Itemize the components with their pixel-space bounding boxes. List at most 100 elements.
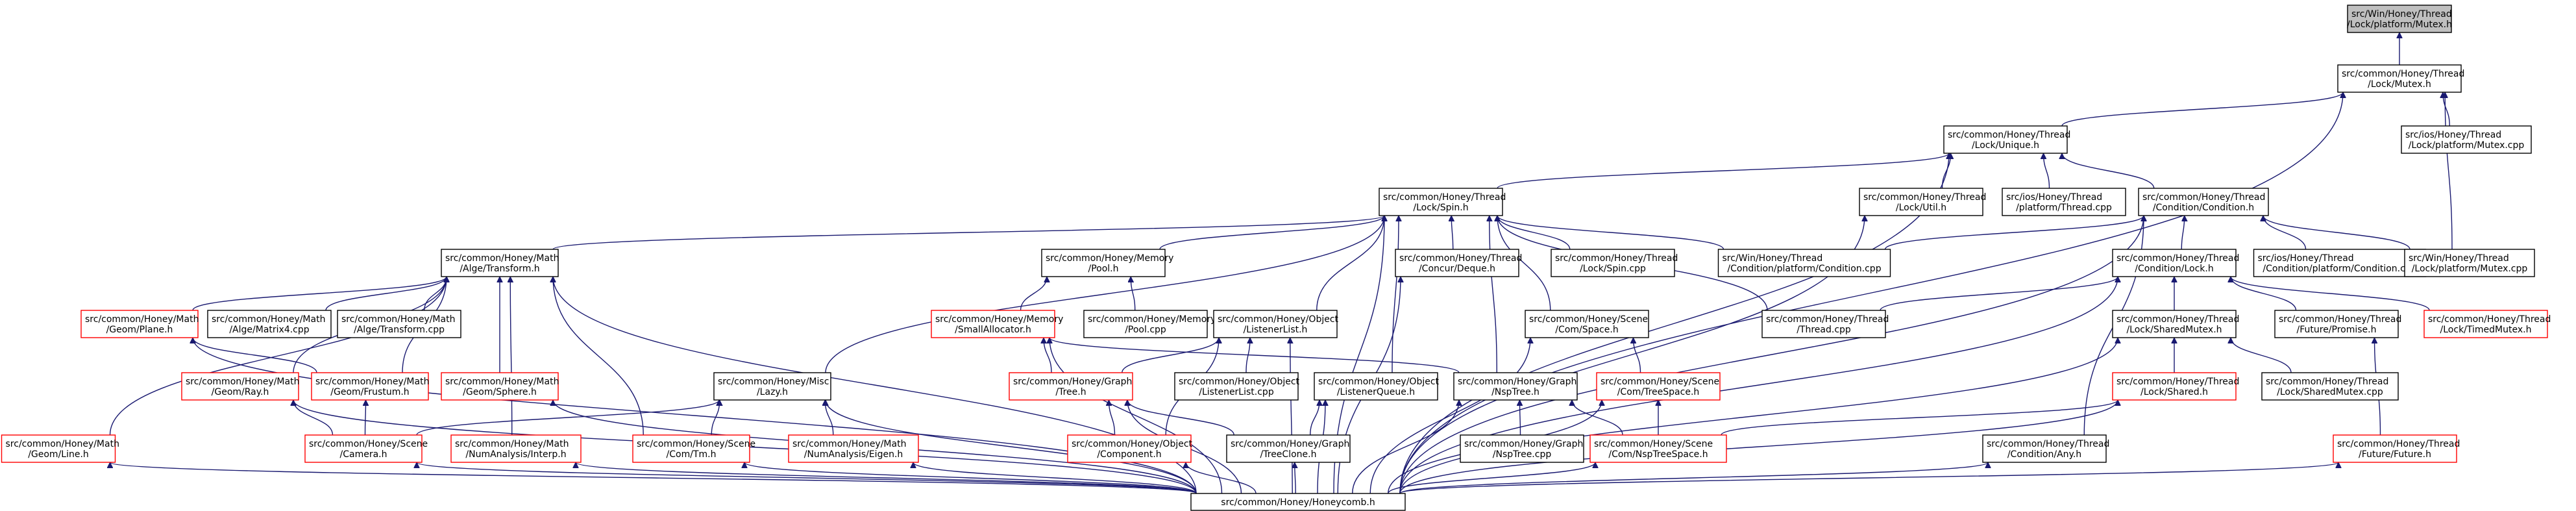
edge-cond-to-win_mutex_cpp [2263,215,2410,250]
node-box [441,249,559,277]
node-mutex[interactable]: src/common/Honey/Thread/Lock/Mutex.h [2337,64,2464,93]
node-listenerlist_cpp[interactable]: src/common/Honey/Object/ListenerList.cpp [1174,372,1300,401]
node-ios_cond_cpp[interactable]: src/ios/Honey/Thread/Condition/platform/… [2253,249,2427,277]
node-cond[interactable]: src/common/Honey/Thread/Condition/Condit… [2138,188,2269,216]
node-comspace[interactable]: src/common/Honey/Scene/Com/Space.h [1525,310,1649,338]
node-win_cond_cpp[interactable]: src/Win/Honey/Thread/Condition/platform/… [1717,249,1891,277]
edge-cond_lock-to-honeycomb [1399,277,2118,494]
edge-spin-to-comspace [1497,216,1551,311]
node-ios_thread_cpp[interactable]: src/ios/Honey/Thread/platform/Thread.cpp [2002,188,2126,216]
node-timedmutex[interactable]: src/common/Honey/Thread/Lock/TimedMutex.… [2423,310,2551,338]
node-nptree_cpp[interactable]: src/common/Honey/Graph/NspTree.cpp [1460,434,1584,463]
node-label-line: src/common/Honey/Thread [2116,314,2239,325]
node-box [1,434,116,463]
edge-future-to-honeycomb [1399,462,2338,494]
node-matrix4[interactable]: src/common/Honey/Math/Alge/Matrix4.cpp [207,310,332,338]
node-label-line: /TreeClone.h [1260,449,1317,460]
node-box [337,310,461,338]
node-plane[interactable]: src/common/Honey/Math/Geom/Plane.h [80,310,199,338]
node-label-line: /Lock/Mutex.h [2368,79,2431,90]
node-box [2112,249,2237,277]
node-honeycomb[interactable]: src/common/Honey/Honeycomb.h [1190,493,1406,511]
node-ios_mutex_cpp[interactable]: src/ios/Honey/Thread/Lock/platform/Mutex… [2401,125,2532,154]
node-label-line: /Condition/Any.h [2007,449,2081,460]
edge-cond-to-cond_lock [2181,216,2185,250]
edge-lazy-to-honeycomb [826,400,1197,494]
node-box [1460,434,1584,463]
node-shared[interactable]: src/common/Honey/Thread/Lock/Shared.h [2112,372,2239,401]
node-cond_lock[interactable]: src/common/Honey/Thread/Condition/Lock.h [2112,249,2239,277]
node-label-line: src/common/Honey/Scene [309,439,428,449]
node-ray[interactable]: src/common/Honey/Math/Geom/Ray.h [181,372,299,401]
edge-tree-to-treeclone [1127,399,1234,436]
node-label-line: /Alge/Transform.cpp [354,325,445,335]
edge-frustum-to-camera [365,400,366,436]
node-spin_cpp[interactable]: src/common/Honey/Thread/Lock/Spin.cpp [1551,249,1678,277]
node-util[interactable]: src/common/Honey/Thread/Lock/Util.h [1859,188,1986,216]
edge-nptree-to-nptree_cpp [1520,400,1521,436]
node-label-line: src/common/Honey/Thread [2342,69,2464,79]
node-label-line: /Geom/Ray.h [212,387,269,397]
edge-listenerlist-to-tree [1122,337,1219,373]
node-label-line: /Concur/Deque.h [1419,264,1495,274]
node-smallalloc[interactable]: src/common/Honey/Memory/SmallAllocator.h [931,310,1063,338]
node-transform_cpp[interactable]: src/common/Honey/Math/Alge/Transform.cpp [337,310,461,338]
node-condany[interactable]: src/common/Honey/Thread/Condition/Any.h [1982,434,2109,463]
node-promise[interactable]: src/common/Honey/Thread/Future/Promise.h [2274,310,2401,338]
node-pool[interactable]: src/common/Honey/Memory/Pool.h [1041,249,1173,277]
node-pool_cpp[interactable]: src/common/Honey/Memory/Pool.cpp [1083,310,1216,338]
edge-plane-to-honeycomb [193,338,1197,494]
node-frustum[interactable]: src/common/Honey/Math/Geom/Frustum.h [311,372,429,401]
node-label-line: src/common/Honey/Memory [1088,314,1216,325]
node-thread_cpp[interactable]: src/common/Honey/Thread/Thread.cpp [1761,310,1889,338]
node-win_mutex[interactable]: src/Win/Honey/Thread/Lock/platform/Mutex… [2347,5,2452,33]
node-label-line: /Geom/Sphere.h [463,387,537,397]
edge-spin-to-lazy [825,216,1384,373]
node-nptree[interactable]: src/common/Honey/Graph/NspTree.h [1453,372,1578,401]
node-sharedmutex[interactable]: src/common/Honey/Thread/Lock/SharedMutex… [2112,310,2239,338]
node-transform[interactable]: src/common/Honey/Math/Alge/Transform.h [441,249,559,277]
node-label-line: src/common/Honey/Math [455,439,569,449]
node-future[interactable]: src/common/Honey/Thread/Future/Future.h [2333,434,2460,463]
node-label-line: src/common/Honey/Thread [1555,253,1678,264]
node-treeclone[interactable]: src/common/Honey/Graph/TreeClone.h [1226,434,1351,463]
node-camera[interactable]: src/common/Honey/Scene/Camera.h [304,434,428,463]
node-listenerqueue[interactable]: src/common/Honey/Object/ListenerQueue.h [1314,372,1440,401]
node-comnptreespace[interactable]: src/common/Honey/Scene/Com/NspTreeSpace.… [1589,434,1727,463]
node-component[interactable]: src/common/Honey/Object/Component.h [1067,434,1193,463]
node-label-line: src/common/Honey/Scene [1594,439,1713,449]
node-label-line: src/common/Honey/Memory [935,314,1063,325]
node-listenerlist[interactable]: src/common/Honey/Object/ListenerList.h [1213,310,1339,338]
node-eigen[interactable]: src/common/Honey/Math/NumAnalysis/Eigen.… [788,434,919,463]
node-label-line: src/common/Honey/Thread [2142,192,2265,203]
node-label-line: src/common/Honey/Math [315,377,429,387]
node-unique[interactable]: src/common/Honey/Thread/Lock/Unique.h [1943,125,2070,154]
node-box [1314,372,1438,401]
edge-comspace-to-comtreespace [1634,338,1641,373]
node-lazy[interactable]: src/common/Honey/Misc/Lazy.h [713,372,831,401]
edge-transform-to-comtm [553,277,644,436]
node-label-line: src/common/Honey/Graph [1458,377,1576,387]
node-spin[interactable]: src/common/Honey/Thread/Lock/Spin.h [1379,188,1506,216]
edge-spin-to-nptree [1490,216,1497,373]
node-box [441,372,559,401]
node-box [1174,372,1299,401]
node-interp[interactable]: src/common/Honey/Math/NumAnalysis/Interp… [450,434,582,463]
node-label-line: /Thread.cpp [1797,325,1851,335]
node-sphere[interactable]: src/common/Honey/Math/Geom/Sphere.h [441,372,559,401]
node-tree[interactable]: src/common/Honey/Graph/Tree.h [1009,372,1133,401]
node-label-line: /Camera.h [340,449,387,460]
node-deque[interactable]: src/common/Honey/Thread/Concur/Deque.h [1395,249,1522,277]
node-layer: src/Win/Honey/Thread/Lock/platform/Mutex… [1,5,2551,511]
node-comtm[interactable]: src/common/Honey/Scene/Com/Tm.h [632,434,755,463]
node-comtreespace[interactable]: src/common/Honey/Scene/Com/TreeSpace.h [1596,372,1721,401]
node-label-line: src/common/Honey/Scene [1529,314,1648,325]
node-label-line: /Alge/Transform.h [460,264,539,274]
node-box [1213,310,1338,338]
node-box [1009,372,1133,401]
node-label-line: /Future/Future.h [2359,449,2431,460]
node-win_mutex_cpp[interactable]: src/Win/Honey/Thread/Lock/platform/Mutex… [2404,249,2535,277]
node-line[interactable]: src/common/Honey/Math/Geom/Line.h [1,434,119,463]
node-sharedmutex_cpp[interactable]: src/common/Honey/Thread/Lock/SharedMutex… [2261,372,2399,401]
